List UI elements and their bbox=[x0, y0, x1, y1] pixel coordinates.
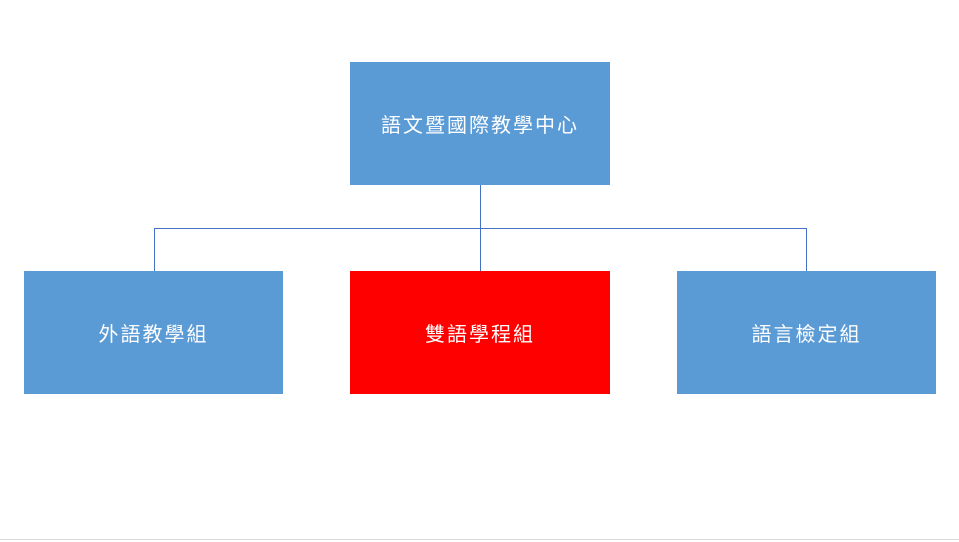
org-node-root: 語文暨國際教學中心 bbox=[350, 62, 610, 185]
org-node-bilingual-program: 雙語學程組 bbox=[350, 271, 610, 394]
bottom-divider bbox=[0, 539, 959, 540]
org-node-foreign-language-teaching: 外語教學組 bbox=[24, 271, 283, 394]
connector-left-drop bbox=[154, 228, 155, 271]
connector-root-stem bbox=[480, 185, 481, 229]
org-node-language-testing: 語言檢定組 bbox=[677, 271, 936, 394]
connector-right-drop bbox=[806, 228, 807, 271]
connector-center-drop bbox=[480, 228, 481, 271]
